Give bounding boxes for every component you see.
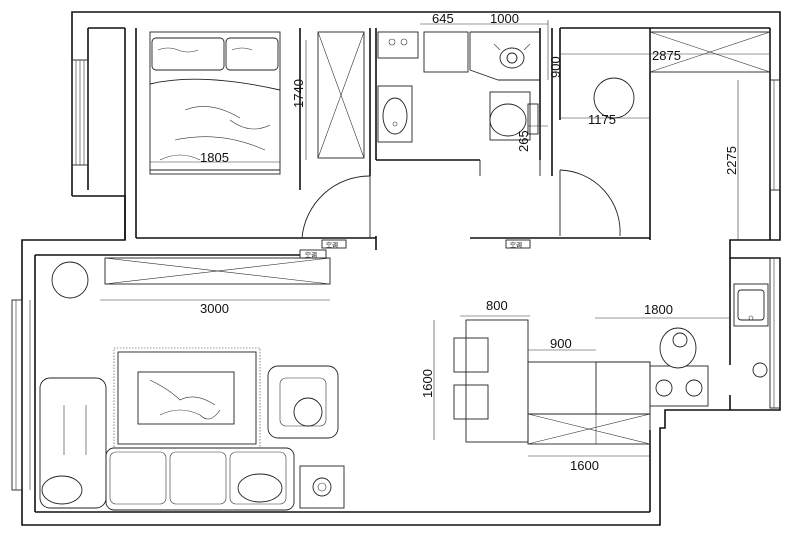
bathroom-person-icon bbox=[493, 43, 531, 69]
room-wardrobe bbox=[649, 31, 771, 73]
room-ac-label: 空调 bbox=[510, 241, 522, 249]
bathroom-fixtures bbox=[377, 31, 540, 143]
living-sofa bbox=[39, 377, 295, 511]
dim-room-2275: 2275 bbox=[724, 146, 739, 175]
bedroom-ac: 空调 bbox=[321, 239, 347, 249]
room-door bbox=[559, 169, 621, 237]
kitchen-person-icon bbox=[659, 327, 697, 369]
dim-kitchen-900: 900 bbox=[550, 336, 572, 351]
dim-dining-1600: 1600 bbox=[420, 369, 435, 398]
dim-dining-800: 800 bbox=[486, 298, 508, 313]
living-tv-cabinet bbox=[104, 257, 331, 285]
dim-kitchen-1800: 1800 bbox=[644, 302, 673, 317]
dim-bed-1740: 1740 bbox=[291, 79, 306, 108]
living-ac: 空调 bbox=[299, 249, 327, 259]
dim-living-3000: 3000 bbox=[200, 301, 229, 316]
dim-bath-900: 900 bbox=[548, 56, 563, 78]
living-ac-label: 空调 bbox=[305, 251, 317, 259]
kitchen-counter bbox=[527, 361, 651, 445]
dim-bath-1000: 1000 bbox=[490, 11, 519, 26]
dining-table-and-chairs bbox=[453, 319, 529, 443]
dim-room-1175: 1175 bbox=[588, 112, 616, 127]
living-plant-circle bbox=[51, 261, 89, 299]
walls bbox=[21, 11, 781, 526]
bedroom-wardrobe bbox=[317, 31, 365, 159]
bathroom-door bbox=[479, 160, 541, 176]
dim-bath-645: 645 bbox=[432, 11, 454, 26]
living-side-table bbox=[299, 465, 345, 509]
dim-bath-265: 265 bbox=[516, 130, 531, 152]
kitchen-stove bbox=[649, 365, 709, 407]
dimension-lines bbox=[100, 20, 770, 457]
dim-bed-1805: 1805 bbox=[200, 150, 229, 165]
kitchen-sink bbox=[733, 283, 769, 378]
bedroom-bed bbox=[149, 31, 281, 175]
bedroom-ac-label: 空调 bbox=[326, 241, 338, 249]
living-armchair bbox=[267, 365, 339, 439]
bedroom-door bbox=[301, 175, 371, 239]
room-ac: 空调 bbox=[505, 239, 531, 249]
living-rug bbox=[113, 347, 261, 449]
dim-counter-1600: 1600 bbox=[570, 458, 599, 473]
dim-room-2875: 2875 bbox=[652, 48, 681, 63]
windows bbox=[11, 59, 781, 491]
